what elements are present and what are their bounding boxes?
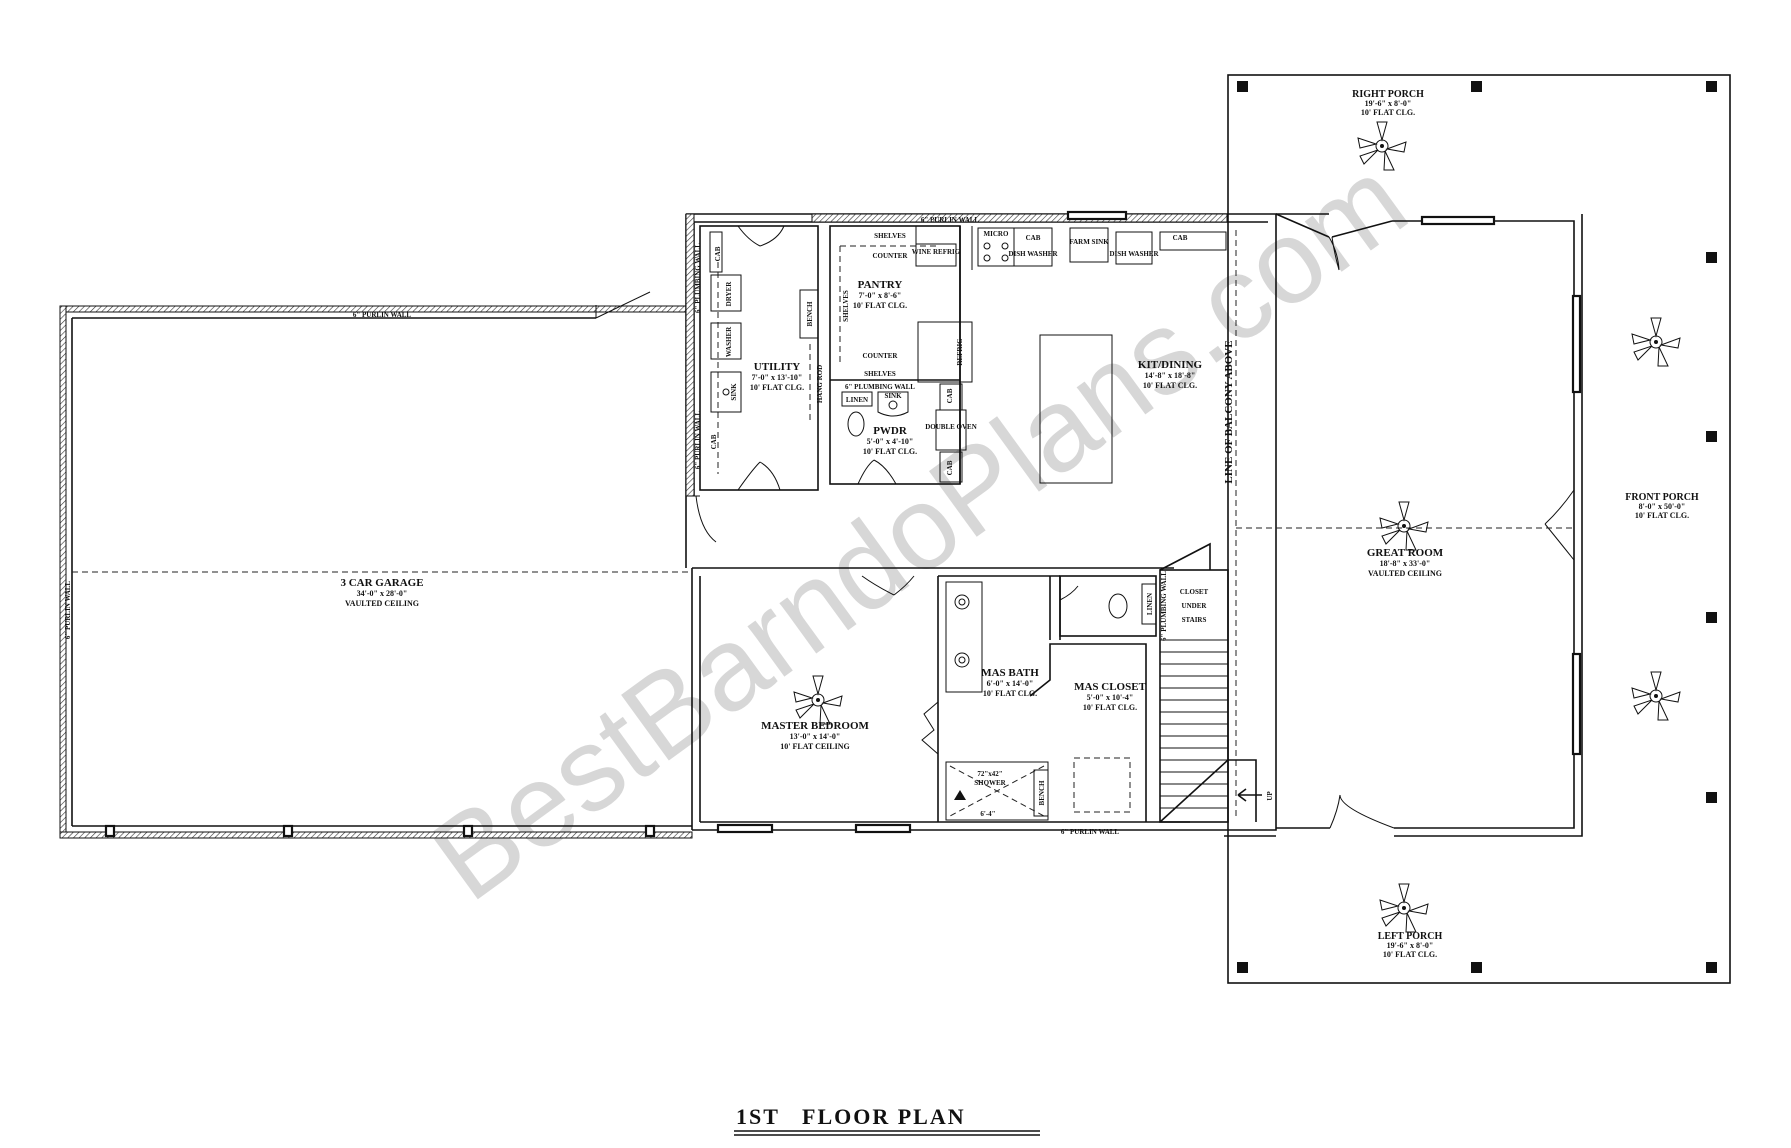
- svg-text:REFRIG: REFRIG: [956, 338, 964, 366]
- svg-text:5'-0" x 10'-4": 5'-0" x 10'-4": [1087, 693, 1134, 702]
- svg-text:34'-0" x 28'-0": 34'-0" x 28'-0": [357, 589, 408, 598]
- svg-text:10' FLAT CLG.: 10' FLAT CLG.: [750, 383, 804, 392]
- svg-text:10' FLAT CLG.: 10' FLAT CLG.: [1361, 108, 1415, 117]
- svg-text:10' FLAT CLG.: 10' FLAT CLG.: [863, 447, 917, 456]
- plan-title: 1ST FLOOR PLAN: [736, 1104, 966, 1129]
- ceiling-fan-icon: [1631, 671, 1681, 721]
- svg-text:18'-8" x 33'-0": 18'-8" x 33'-0": [1380, 559, 1431, 568]
- svg-text:5'-0" x 4'-10": 5'-0" x 4'-10": [867, 437, 914, 446]
- svg-text:BENCH: BENCH: [806, 301, 814, 326]
- svg-text:SHELVES: SHELVES: [842, 290, 850, 322]
- right-porch-name: RIGHT PORCH: [1352, 89, 1424, 100]
- svg-text:CAB: CAB: [1026, 234, 1041, 242]
- mas-closet-name: MAS CLOSET: [1074, 681, 1146, 693]
- utility-sink-label: SINK: [730, 383, 738, 401]
- svg-text:LINEN: LINEN: [1146, 593, 1154, 615]
- svg-text:CAB: CAB: [946, 460, 954, 475]
- porch-posts: [1237, 81, 1717, 973]
- svg-text:7'-0" x 13'-10": 7'-0" x 13'-10": [752, 373, 803, 382]
- svg-text:CAB: CAB: [710, 434, 718, 449]
- svg-text:WINE REFRIG: WINE REFRIG: [912, 248, 961, 256]
- svg-text:6" PLUMBING WALL: 6" PLUMBING WALL: [845, 383, 915, 391]
- dryer-label: DRYER: [725, 281, 733, 307]
- utility-name: UTILITY: [754, 361, 801, 373]
- svg-text:UNDER: UNDER: [1182, 602, 1208, 610]
- svg-text:6" PLUMBING WALL: 6" PLUMBING WALL: [694, 243, 702, 313]
- svg-text:10' FLAT CLG.: 10' FLAT CLG.: [1143, 381, 1197, 390]
- stairs-up-label: UP: [1266, 791, 1274, 801]
- svg-text:10' FLAT CLG.: 10' FLAT CLG.: [983, 689, 1037, 698]
- svg-text:COUNTER: COUNTER: [862, 352, 898, 360]
- svg-text:10' FLAT CLG.: 10' FLAT CLG.: [853, 301, 907, 310]
- svg-text:COUNTER: COUNTER: [872, 252, 908, 260]
- svg-text:72"x42": 72"x42": [977, 770, 1002, 778]
- kitdining-name: KIT/DINING: [1138, 359, 1203, 371]
- svg-text:6" PLUMBING WALL: 6" PLUMBING WALL: [1160, 571, 1168, 641]
- svg-text:FARM SINK: FARM SINK: [1069, 238, 1109, 246]
- great-room-name: GREAT ROOM: [1367, 547, 1444, 559]
- porch-outline: [1227, 74, 1731, 984]
- svg-text:HANG ROD: HANG ROD: [816, 365, 824, 403]
- garage-top-wall-label: 6" PURLIN WALL: [353, 311, 412, 319]
- kitchen-counters: WINE REFRIG MICRO CAB DISH WASHER FARM S…: [912, 210, 1227, 270]
- ceiling-fan-icon: [1631, 317, 1681, 367]
- svg-text:STAIRS: STAIRS: [1182, 616, 1207, 624]
- svg-text:BENCH: BENCH: [1038, 780, 1046, 805]
- svg-text:7'-0" x 8'-6": 7'-0" x 8'-6": [859, 291, 902, 300]
- svg-text:6" PURLIN WALL: 6" PURLIN WALL: [694, 411, 702, 470]
- svg-text:10' FLAT CEILING: 10' FLAT CEILING: [780, 742, 850, 751]
- svg-text:6'-0" x 14'-0": 6'-0" x 14'-0": [987, 679, 1034, 688]
- balcony-line-label: LINE OF BALCONY ABOVE: [1223, 340, 1235, 483]
- svg-text:DISH WASHER: DISH WASHER: [1109, 250, 1159, 258]
- svg-text:SHELVES: SHELVES: [874, 232, 906, 240]
- svg-text:8'-0" x 50'-0": 8'-0" x 50'-0": [1639, 502, 1686, 511]
- svg-text:19'-6" x 8'-0": 19'-6" x 8'-0": [1387, 941, 1434, 950]
- svg-text:6" PURLIN WALL: 6" PURLIN WALL: [1061, 828, 1120, 836]
- svg-text:DISH WASHER: DISH WASHER: [1008, 250, 1058, 258]
- svg-text:MICRO: MICRO: [984, 230, 1009, 238]
- ceiling-fan-icon: [1379, 883, 1429, 933]
- svg-text:SHOWER: SHOWER: [974, 779, 1006, 787]
- kitchen-island: [1039, 334, 1113, 484]
- svg-text:VAULTED CEILING: VAULTED CEILING: [345, 599, 419, 608]
- svg-text:LINEN: LINEN: [846, 396, 868, 404]
- master-bedroom-name: MASTER BEDROOM: [761, 720, 869, 732]
- svg-text:10' FLAT CLG.: 10' FLAT CLG.: [1383, 950, 1437, 959]
- svg-text:CAB: CAB: [1173, 234, 1188, 242]
- svg-text:10' FLAT CLG.: 10' FLAT CLG.: [1083, 703, 1137, 712]
- svg-text:19'-6" x 8'-0": 19'-6" x 8'-0": [1365, 99, 1412, 108]
- svg-text:CAB: CAB: [946, 388, 954, 403]
- garage-left-wall-label: 6" PURLIN WALL: [64, 581, 72, 640]
- svg-text:SHELVES: SHELVES: [864, 370, 896, 378]
- left-porch-name: LEFT PORCH: [1378, 931, 1443, 942]
- ceiling-fan-icon: [1379, 501, 1429, 551]
- pwdr-name: PWDR: [873, 425, 908, 437]
- garage-name: 3 CAR GARAGE: [340, 577, 423, 589]
- mas-bath-name: MAS BATH: [981, 667, 1039, 679]
- ceiling-fan-icon: [793, 675, 843, 725]
- svg-text:6" PURLIN WALL: 6" PURLIN WALL: [921, 216, 980, 224]
- ceiling-fan-icon: [1357, 121, 1407, 171]
- svg-text:14'-8" x 18'-8": 14'-8" x 18'-8": [1145, 371, 1196, 380]
- pantry-name: PANTRY: [858, 279, 903, 291]
- svg-text:CLOSET: CLOSET: [1180, 588, 1209, 596]
- svg-text:6'-4": 6'-4": [980, 810, 995, 818]
- washer-label: WASHER: [725, 326, 733, 357]
- svg-text:SINK: SINK: [884, 392, 902, 400]
- front-porch-name: FRONT PORCH: [1625, 492, 1699, 503]
- svg-text:DOUBLE OVEN: DOUBLE OVEN: [925, 423, 977, 431]
- svg-text:10' FLAT CLG.: 10' FLAT CLG.: [1635, 511, 1689, 520]
- stair-treads: [1159, 639, 1257, 823]
- svg-text:CAB: CAB: [714, 246, 722, 261]
- svg-text:VAULTED CEILING: VAULTED CEILING: [1368, 569, 1442, 578]
- svg-text:13'-0" x 14'-0": 13'-0" x 14'-0": [790, 732, 841, 741]
